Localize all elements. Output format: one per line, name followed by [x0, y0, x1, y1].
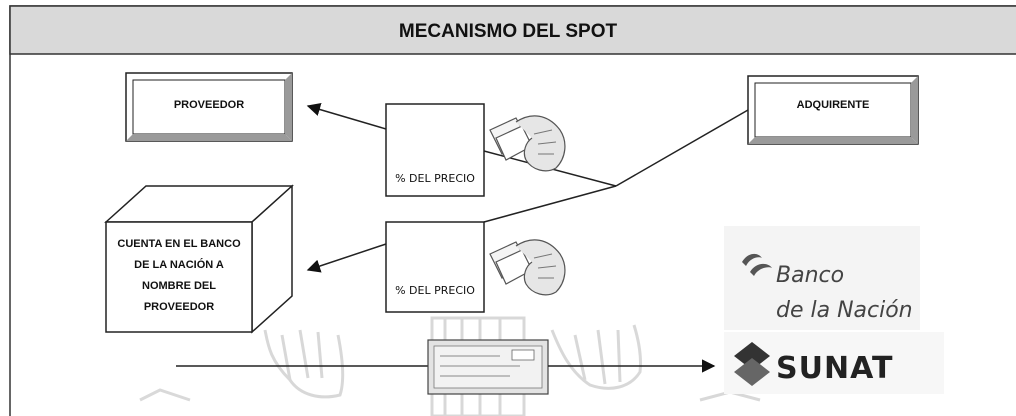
- cuenta-label-line2: DE LA NACIÓN A: [134, 258, 224, 271]
- adquirente-box: ADQUIRENTE: [747, 75, 919, 145]
- precio-top-label: % DEL PRECIO: [395, 172, 475, 185]
- banco-logo-line2: de la Nación: [776, 298, 913, 323]
- banco-logo-line1: Banco: [776, 263, 844, 288]
- cuenta-label-line3: NOMBRE DEL: [142, 280, 216, 292]
- precio-box-bottom: % DEL PRECIO: [385, 221, 485, 313]
- diagram-title: MECANISMO DEL SPOT: [399, 21, 618, 42]
- money-hand-icon: [489, 239, 566, 296]
- banco-logo-icon: Banco de la Nación: [724, 226, 920, 330]
- precio-bottom-label: % DEL PRECIO: [395, 284, 475, 297]
- cuenta-box: CUENTA EN EL BANCO DE LA NACIÓN A NOMBRE…: [104, 184, 294, 334]
- arrow-to-proveedor: [306, 102, 387, 130]
- adquirente-label: ADQUIRENTE: [797, 99, 870, 111]
- check-document-icon: [427, 339, 549, 395]
- precio-box-top: % DEL PRECIO: [385, 103, 485, 197]
- sunat-logo-icon: SUNAT: [724, 332, 944, 394]
- money-hand-icon: [489, 115, 566, 172]
- proveedor-box: PROVEEDOR: [125, 72, 293, 142]
- proveedor-label: PROVEEDOR: [174, 99, 244, 111]
- cuenta-label-line4: PROVEEDOR: [144, 301, 214, 313]
- arrow-to-cuenta: [306, 243, 387, 273]
- title-bar: MECANISMO DEL SPOT: [9, 5, 1016, 55]
- cuenta-label-line1: CUENTA EN EL BANCO: [117, 238, 241, 250]
- sunat-logo-text: SUNAT: [776, 351, 893, 386]
